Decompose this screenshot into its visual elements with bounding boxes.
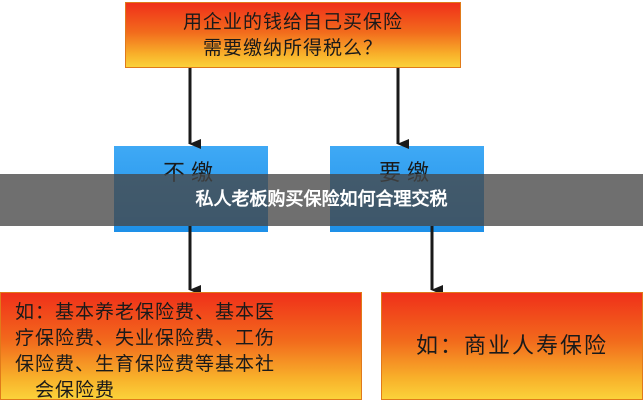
- title-banner: 私人老板购买保险如何合理交税: [0, 174, 643, 226]
- taxable-example: 如：商业人寿保险: [415, 334, 608, 359]
- taxable-examples-box: 如：商业人寿保险: [381, 292, 643, 400]
- question-box: 用企业的钱给自己买保险 需要缴纳所得税么？: [125, 2, 461, 68]
- question-line-1: 用企业的钱给自己买保险: [182, 11, 403, 33]
- exempt-examples-box: 如：基本养老保险费、基本医 疗保险费、失业保险费、工伤 保险费、生育保险费等基本…: [0, 292, 362, 401]
- exempt-line-3: 保险费、生育保险费等基本社: [15, 353, 276, 375]
- exempt-line-2: 疗保险费、失业保险费、工伤: [15, 327, 276, 349]
- question-line-2: 需要缴纳所得税么？: [202, 37, 383, 59]
- exempt-line-4: 会保险费: [35, 379, 116, 401]
- exempt-line-1: 如：基本养老保险费、基本医: [15, 301, 276, 323]
- banner-title: 私人老板购买保险如何合理交税: [195, 189, 448, 210]
